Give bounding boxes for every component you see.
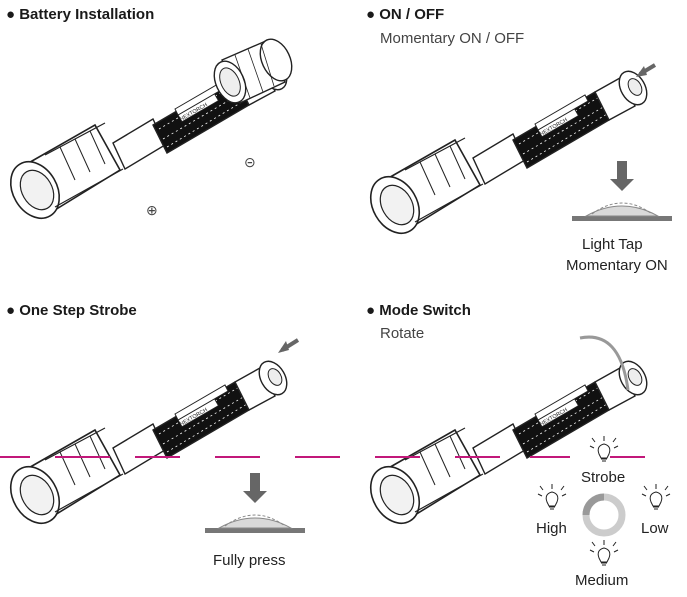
on-off-subtitle: Momentary ON / OFF	[380, 30, 525, 47]
light-tap-caption: Light Tap	[582, 236, 643, 253]
mode-high-label: High	[536, 520, 567, 537]
mode-cycle-ring-icon	[582, 493, 626, 537]
mode-switch-subtitle: Rotate	[380, 325, 425, 342]
on-off-illustration	[360, 63, 673, 243]
fully-press-button-icon	[204, 472, 306, 534]
rotate-arrow-icon	[579, 335, 630, 391]
mode-low-label: Low	[641, 520, 669, 537]
mode-medium-label: Medium	[575, 572, 629, 589]
medium-bulb-icon	[589, 539, 619, 566]
one-step-strobe-illustration	[0, 338, 306, 534]
mode-switch-heading: ● Mode Switch	[366, 302, 471, 319]
mode-strobe-label: Strobe	[581, 469, 626, 486]
plus-terminal-symbol: ⊕	[146, 202, 158, 218]
battery-installation-illustration	[0, 38, 294, 228]
minus-terminal-symbol: ⊝	[244, 154, 256, 170]
light-tap-button-icon	[571, 160, 673, 222]
mode-switch-illustration	[360, 335, 671, 566]
removed-tail-cap-icon	[213, 38, 293, 104]
on-off-heading: ● ON / OFF	[366, 6, 445, 23]
battery-installation-heading: ● Battery Installation	[6, 6, 155, 23]
fully-press-caption: Fully press	[213, 552, 286, 569]
momentary-on-caption: Momentary ON	[566, 257, 668, 274]
one-step-strobe-heading: ● One Step Strobe	[6, 302, 137, 319]
low-bulb-icon	[641, 483, 671, 510]
high-bulb-icon	[537, 483, 567, 510]
